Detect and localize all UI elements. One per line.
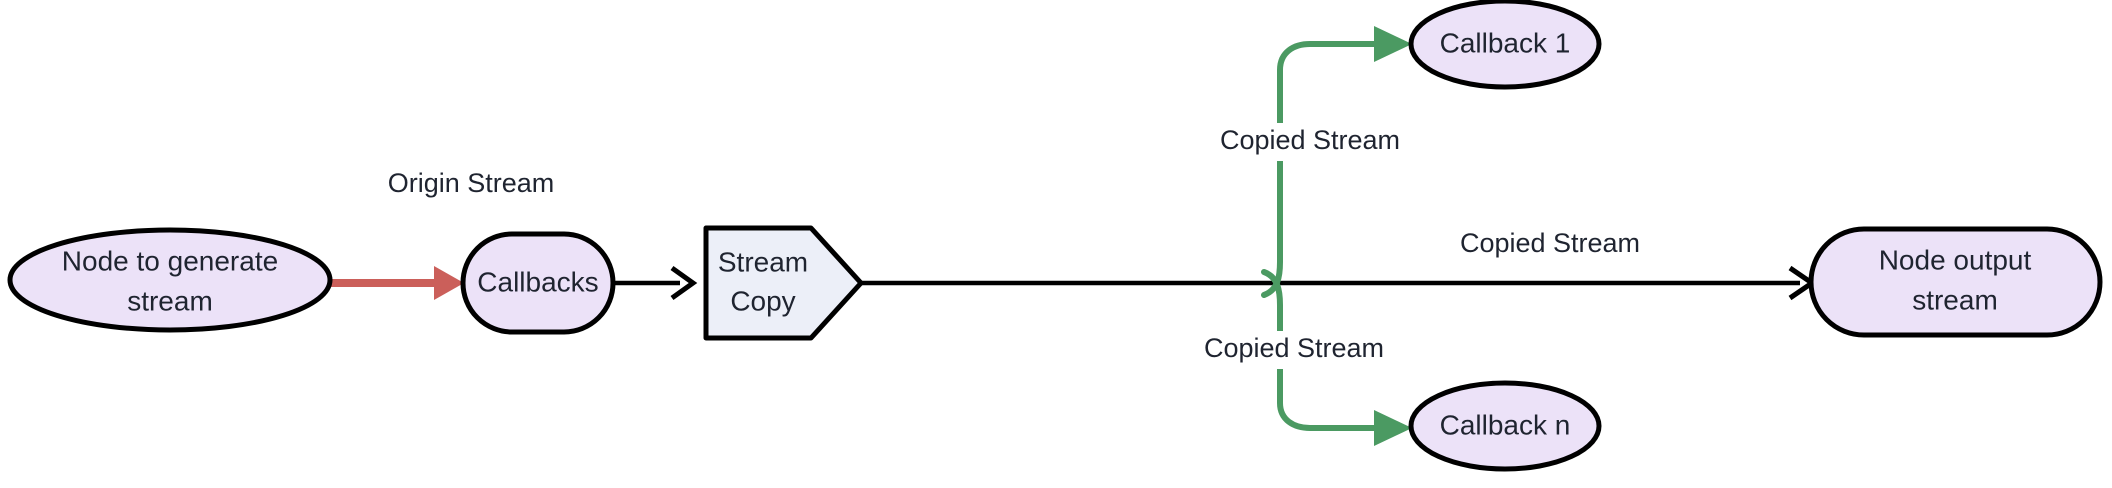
node-stream-copy[interactable]: Stream Copy [703,225,864,341]
edge-label-copied-stream-top-bg [1208,123,1412,161]
node-callback-n-shape [1408,380,1602,472]
edge-streamcopy-to-callbackn-arrowhead [1374,410,1412,446]
edge-label-copied-stream-middle-bg [1448,226,1652,264]
node-origin-shape [7,227,333,333]
node-stream-copy-shape [703,225,864,341]
node-callback-1-label: Callback 1 [1440,27,1571,58]
node-callbacks-label: Callbacks [477,266,598,297]
edge-origin-to-callbacks-arrowhead [434,266,464,300]
node-callback-n[interactable]: Callback n [1408,380,1602,472]
node-callback-n-label: Callback n [1440,409,1571,440]
edge-callbacks-to-streamcopy[interactable] [614,265,698,301]
edge-label-origin-stream-text: Origin Stream [388,168,555,198]
node-output-stream-shape [1808,226,2103,338]
edge-label-origin-stream: Origin Stream [376,166,566,204]
edge-label-copied-stream-middle-text: Copied Stream [1460,228,1640,258]
node-stream-copy-label-line1: Stream [718,246,808,277]
node-origin-label-line1: Node to generate [62,245,278,276]
edge-callbacks-to-streamcopy-arrowhead [670,265,698,301]
node-output-stream-label-line2: stream [1912,284,1998,315]
node-callbacks-shape [460,231,616,335]
edge-label-copied-stream-bottom-text: Copied Stream [1204,333,1384,363]
node-callback-1-shape [1408,0,1602,90]
edge-streamcopy-to-callback1-line [1261,41,1381,298]
edge-label-copied-stream-top-text: Copied Stream [1220,125,1400,155]
node-stream-copy-label-line2: Copy [730,285,795,316]
node-callback-1[interactable]: Callback 1 [1408,0,1602,90]
node-origin-label-line2: stream [127,285,213,316]
edge-streamcopy-to-callback1-arrowhead [1374,26,1412,62]
edge-label-copied-stream-top: Copied Stream [1208,123,1412,161]
node-output-stream[interactable]: Node output stream [1808,226,2103,338]
edge-streamcopy-to-callback1[interactable] [1261,26,1412,298]
edge-streamcopy-to-callbackn-line [1261,269,1381,431]
edge-streamcopy-to-output[interactable] [862,265,1817,301]
node-output-stream-label-line1: Node output [1879,244,2032,275]
edge-label-origin-stream-bg [376,166,566,204]
edge-label-copied-stream-bottom-bg [1192,331,1396,369]
edge-streamcopy-to-callbackn[interactable] [1261,269,1412,446]
node-origin[interactable]: Node to generate stream [7,227,333,333]
edge-label-copied-stream-middle: Copied Stream [1448,226,1652,264]
edge-label-copied-stream-bottom: Copied Stream [1192,331,1396,369]
node-callbacks[interactable]: Callbacks [460,231,616,335]
